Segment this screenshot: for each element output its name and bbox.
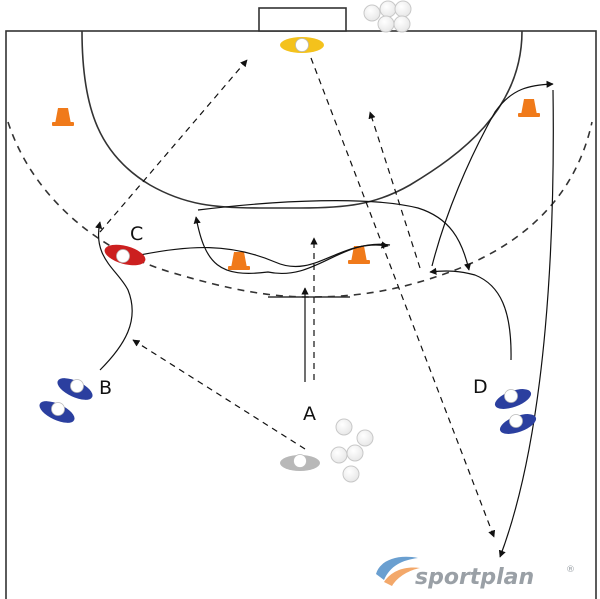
player-head <box>295 38 309 52</box>
cones <box>52 99 540 270</box>
label-d: D <box>473 376 488 398</box>
cone-icon <box>348 246 370 264</box>
movement-lines <box>95 57 554 558</box>
ball-group-goal <box>363 0 412 33</box>
player-head <box>293 454 307 468</box>
ball-icon <box>379 0 397 18</box>
run-arrow-right-down <box>498 89 554 558</box>
player-b-group <box>39 378 93 423</box>
label-a: A <box>303 403 316 425</box>
run-arrow-d <box>429 267 512 361</box>
brand-name: sportplan <box>415 565 534 590</box>
player-head <box>509 414 523 428</box>
player-head <box>70 379 84 393</box>
ball-group-a <box>330 418 374 483</box>
pass-arrow-keeper-down <box>310 57 496 538</box>
weave-path-return <box>193 216 391 274</box>
goal-icon <box>258 7 347 32</box>
player-keeper <box>280 37 324 53</box>
six-metre-line <box>81 30 523 209</box>
ball-icon <box>356 429 374 447</box>
player-head <box>504 389 518 403</box>
player-b2 <box>39 401 75 423</box>
cone-icon <box>52 108 74 126</box>
ball-icon <box>377 15 395 33</box>
cone-icon <box>228 252 250 270</box>
pass-arrow-a-to-b <box>132 339 306 450</box>
label-c: C <box>130 223 143 245</box>
ball-icon <box>342 465 360 483</box>
ball-icon <box>363 4 381 22</box>
logo-swoosh-icon <box>376 556 420 586</box>
run-arrow-b-to-c <box>95 221 133 371</box>
ball-icon <box>346 444 364 462</box>
player-d2 <box>499 414 537 434</box>
pass-arrow-c-to-goal <box>99 59 248 233</box>
sportplan-logo: sportplan ® <box>376 556 575 590</box>
nine-metre-line <box>7 121 593 298</box>
pass-arrow-up-right <box>368 111 421 269</box>
player-d1 <box>494 389 532 409</box>
ball-icon <box>335 418 353 436</box>
ball-icon <box>330 446 348 464</box>
cone-icon <box>518 99 540 117</box>
ball-icon <box>393 15 411 33</box>
ball-icon <box>394 0 412 18</box>
player-a <box>280 454 320 471</box>
run-arrow-across <box>197 200 472 271</box>
label-b: B <box>99 377 112 399</box>
player-c <box>104 244 146 266</box>
run-arrow-to-top-right <box>431 80 554 267</box>
player-head <box>116 249 130 263</box>
brand-registered: ® <box>566 565 575 575</box>
player-b1 <box>57 378 93 400</box>
player-head <box>51 402 65 416</box>
player-d-group <box>494 389 537 434</box>
